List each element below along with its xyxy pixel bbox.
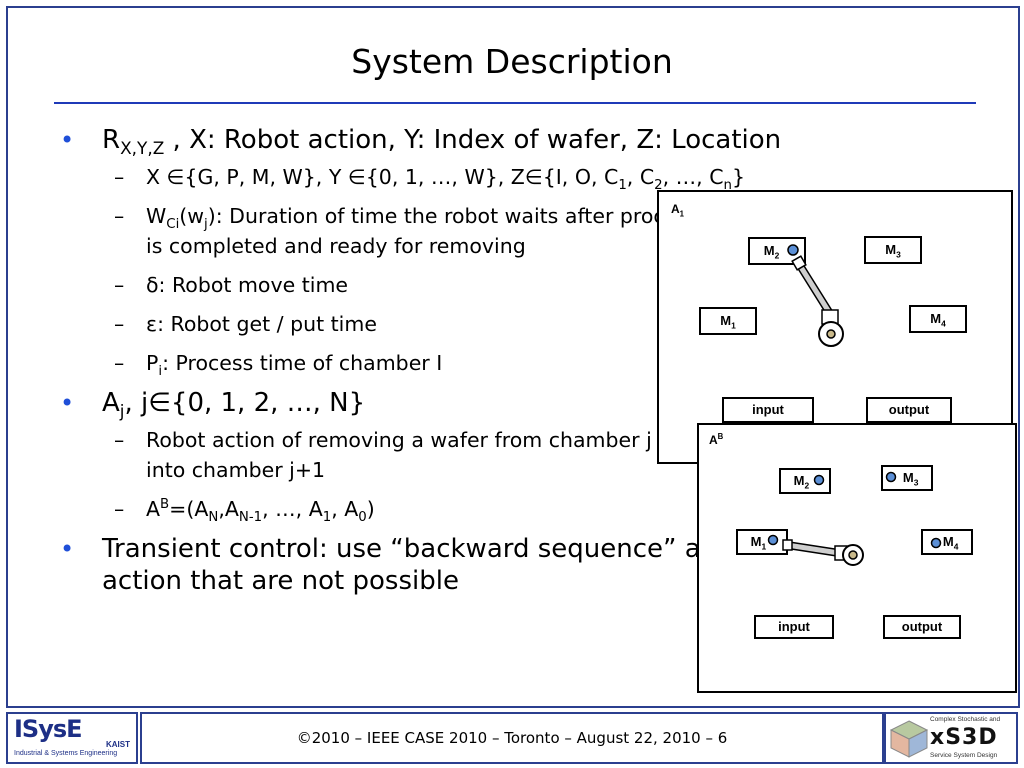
chamber-m3: M3 [864,236,922,264]
sub-bullet-getput: – ε: Robot get / put time [60,309,820,339]
diagram-label: A1 [671,202,685,219]
dash-icon: – [114,312,125,336]
robot-arm-icon [791,255,844,347]
dash-icon: – [114,204,125,228]
bullet-transient: • Transient control: use “backward seque… [60,534,795,596]
logo-isyse: ISysE KAIST Industrial & Systems Enginee… [6,712,138,764]
input-station: input [754,615,834,639]
title-rule [54,102,976,104]
diagram-label: AB [709,432,724,447]
bullet-icon: • [60,389,75,417]
bullet-action: • Aj, j∈{0, 1, 2, …, N} [60,388,366,422]
footer-center [140,712,884,764]
dash-icon: – [114,497,125,521]
bullet-notation: • RX,Y,Z , X: Robot action, Y: Index of … [60,125,782,159]
sub-bullet-sets: – X ∈{G, P, M, W}, Y ∈{0, 1, …, W}, Z∈{I… [60,162,820,192]
footer-text: ©2010 – IEEE CASE 2010 – Toronto – Augus… [296,729,728,747]
output-station: output [866,397,952,423]
footer [0,708,1024,768]
chamber-m1: M1 [699,307,757,335]
chamber-m3: M3 [881,465,933,491]
bullet-icon: • [60,126,75,154]
robot-arm-diagram-ab [767,471,942,566]
bullet-icon: • [60,535,75,563]
sub-bullet-process: – Pi: Process time of chamber I [60,348,820,378]
slide-title: System Description [351,42,673,81]
chamber-m1: M1 [736,529,788,555]
diagram-ab: AB M2 M3 M1 M4 input output [697,423,1017,693]
dash-icon: – [114,351,125,375]
sub-bullet-backward: – AB=(AN,AN-1, …, A1, A0) [60,494,820,524]
chamber-m4: M4 [921,529,973,555]
dash-icon: – [114,165,125,189]
dash-icon: – [114,428,125,452]
cube-icon [889,720,929,758]
sub-bullet-move: – δ: Robot move time [60,270,820,300]
chamber-m4: M4 [909,305,967,333]
logo-xs3d: Complex Stochastic and xS3D Service Syst… [884,712,1018,764]
slide-frame [6,6,1020,708]
chamber-m2: M2 [748,237,806,265]
dash-icon: – [114,273,125,297]
output-station: output [883,615,961,639]
robot-arm-icon [782,539,864,566]
input-station: input [722,397,814,423]
chamber-m2: M2 [779,468,831,494]
